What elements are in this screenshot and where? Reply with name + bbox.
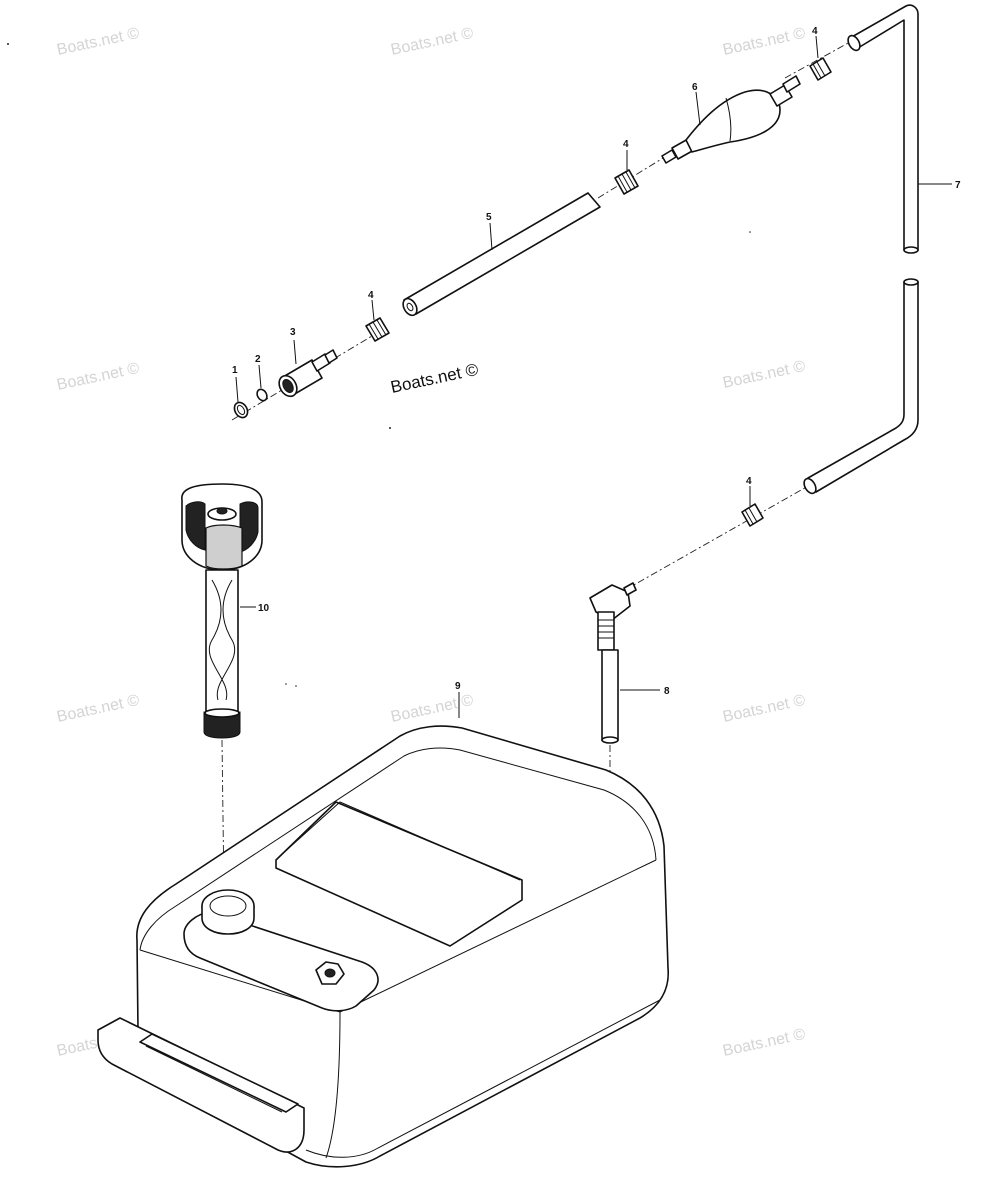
watermark: Boats.net ©	[389, 692, 475, 726]
watermark: Boats.net ©	[389, 25, 475, 59]
part-4-clamp-b[interactable]	[614, 169, 639, 195]
part-10-fuel-gauge[interactable]	[181, 483, 263, 739]
callout-4: 4	[623, 139, 629, 150]
part-3-connector[interactable]	[276, 349, 338, 400]
callout-4: 4	[746, 476, 752, 487]
watermark: Boats.net ©	[721, 1026, 807, 1060]
watermark: Boats.net ©	[721, 358, 807, 392]
part-4-clamp-d[interactable]	[741, 503, 764, 527]
watermark: Boats.net ©	[721, 25, 807, 59]
part-7-hose-lower[interactable]	[802, 278, 919, 495]
part-4-clamp-c[interactable]	[809, 57, 832, 81]
part-8-pickup-tube[interactable]	[589, 582, 637, 744]
watermark-main: Boats.net ©	[389, 360, 481, 397]
callout-4: 4	[368, 290, 374, 301]
callout-4: 4	[812, 26, 818, 37]
watermark: Boats.net ©	[55, 692, 141, 726]
leader-lines	[235, 35, 952, 718]
watermark: Boats.net ©	[55, 360, 141, 394]
callout-2: 2	[255, 354, 261, 365]
callouts: 1 2 3 4 5 4 6 4 7 4 10 8 9	[232, 26, 961, 697]
part-4-clamp-a[interactable]	[365, 317, 390, 342]
callout-10: 10	[258, 603, 270, 614]
part-1-o-ring[interactable]	[232, 400, 250, 420]
part-9-fuel-tank[interactable]	[97, 725, 670, 1168]
part-6-primer-bulb[interactable]	[661, 75, 801, 164]
part-7-hose-upper[interactable]	[846, 4, 919, 254]
callout-5: 5	[486, 212, 492, 223]
callout-8: 8	[664, 686, 670, 697]
part-5-hose[interactable]	[400, 192, 601, 318]
callout-6: 6	[692, 82, 698, 93]
callout-1: 1	[232, 365, 238, 376]
callout-9: 9	[455, 681, 461, 692]
callout-3: 3	[290, 327, 296, 338]
callout-7: 7	[955, 180, 961, 191]
watermark: Boats.net ©	[721, 692, 807, 726]
part-2-o-ring[interactable]	[255, 388, 269, 403]
scan-specks	[7, 43, 751, 687]
watermark: Boats.net ©	[55, 25, 141, 59]
